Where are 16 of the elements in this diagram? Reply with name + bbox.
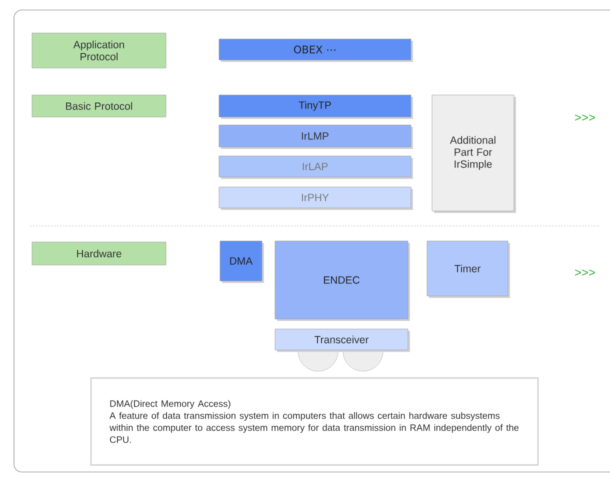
protocol-box: IrLAP: [218, 156, 412, 178]
protocol-box: OBEX ⋯: [218, 38, 412, 60]
layer-label: Application Protocol: [32, 32, 166, 68]
more-marker: >>>: [575, 270, 595, 276]
protocol-box: Additional Part For IrSimple: [432, 94, 514, 212]
hardware-box: Transceiver: [274, 328, 408, 350]
hardware-box: ENDEC: [274, 240, 408, 320]
protocol-box: TinyTP: [218, 94, 412, 118]
more-marker: >>>: [575, 114, 595, 121]
note-box: DMA(Direct Memory Access) A feature of data transmission system in computers that allows certain hardware subsystems within the computer to access system memory for data transmission in RAM independently of the CPU.: [90, 377, 539, 466]
hardware-box: DMA: [220, 240, 262, 282]
layer-label: Hardware: [32, 242, 166, 266]
hardware-box: Timer: [426, 240, 508, 296]
protocol-box: IrLMP: [218, 124, 412, 148]
layer-label: Basic Protocol: [32, 94, 166, 118]
protocol-box: IrPHY: [218, 186, 412, 208]
